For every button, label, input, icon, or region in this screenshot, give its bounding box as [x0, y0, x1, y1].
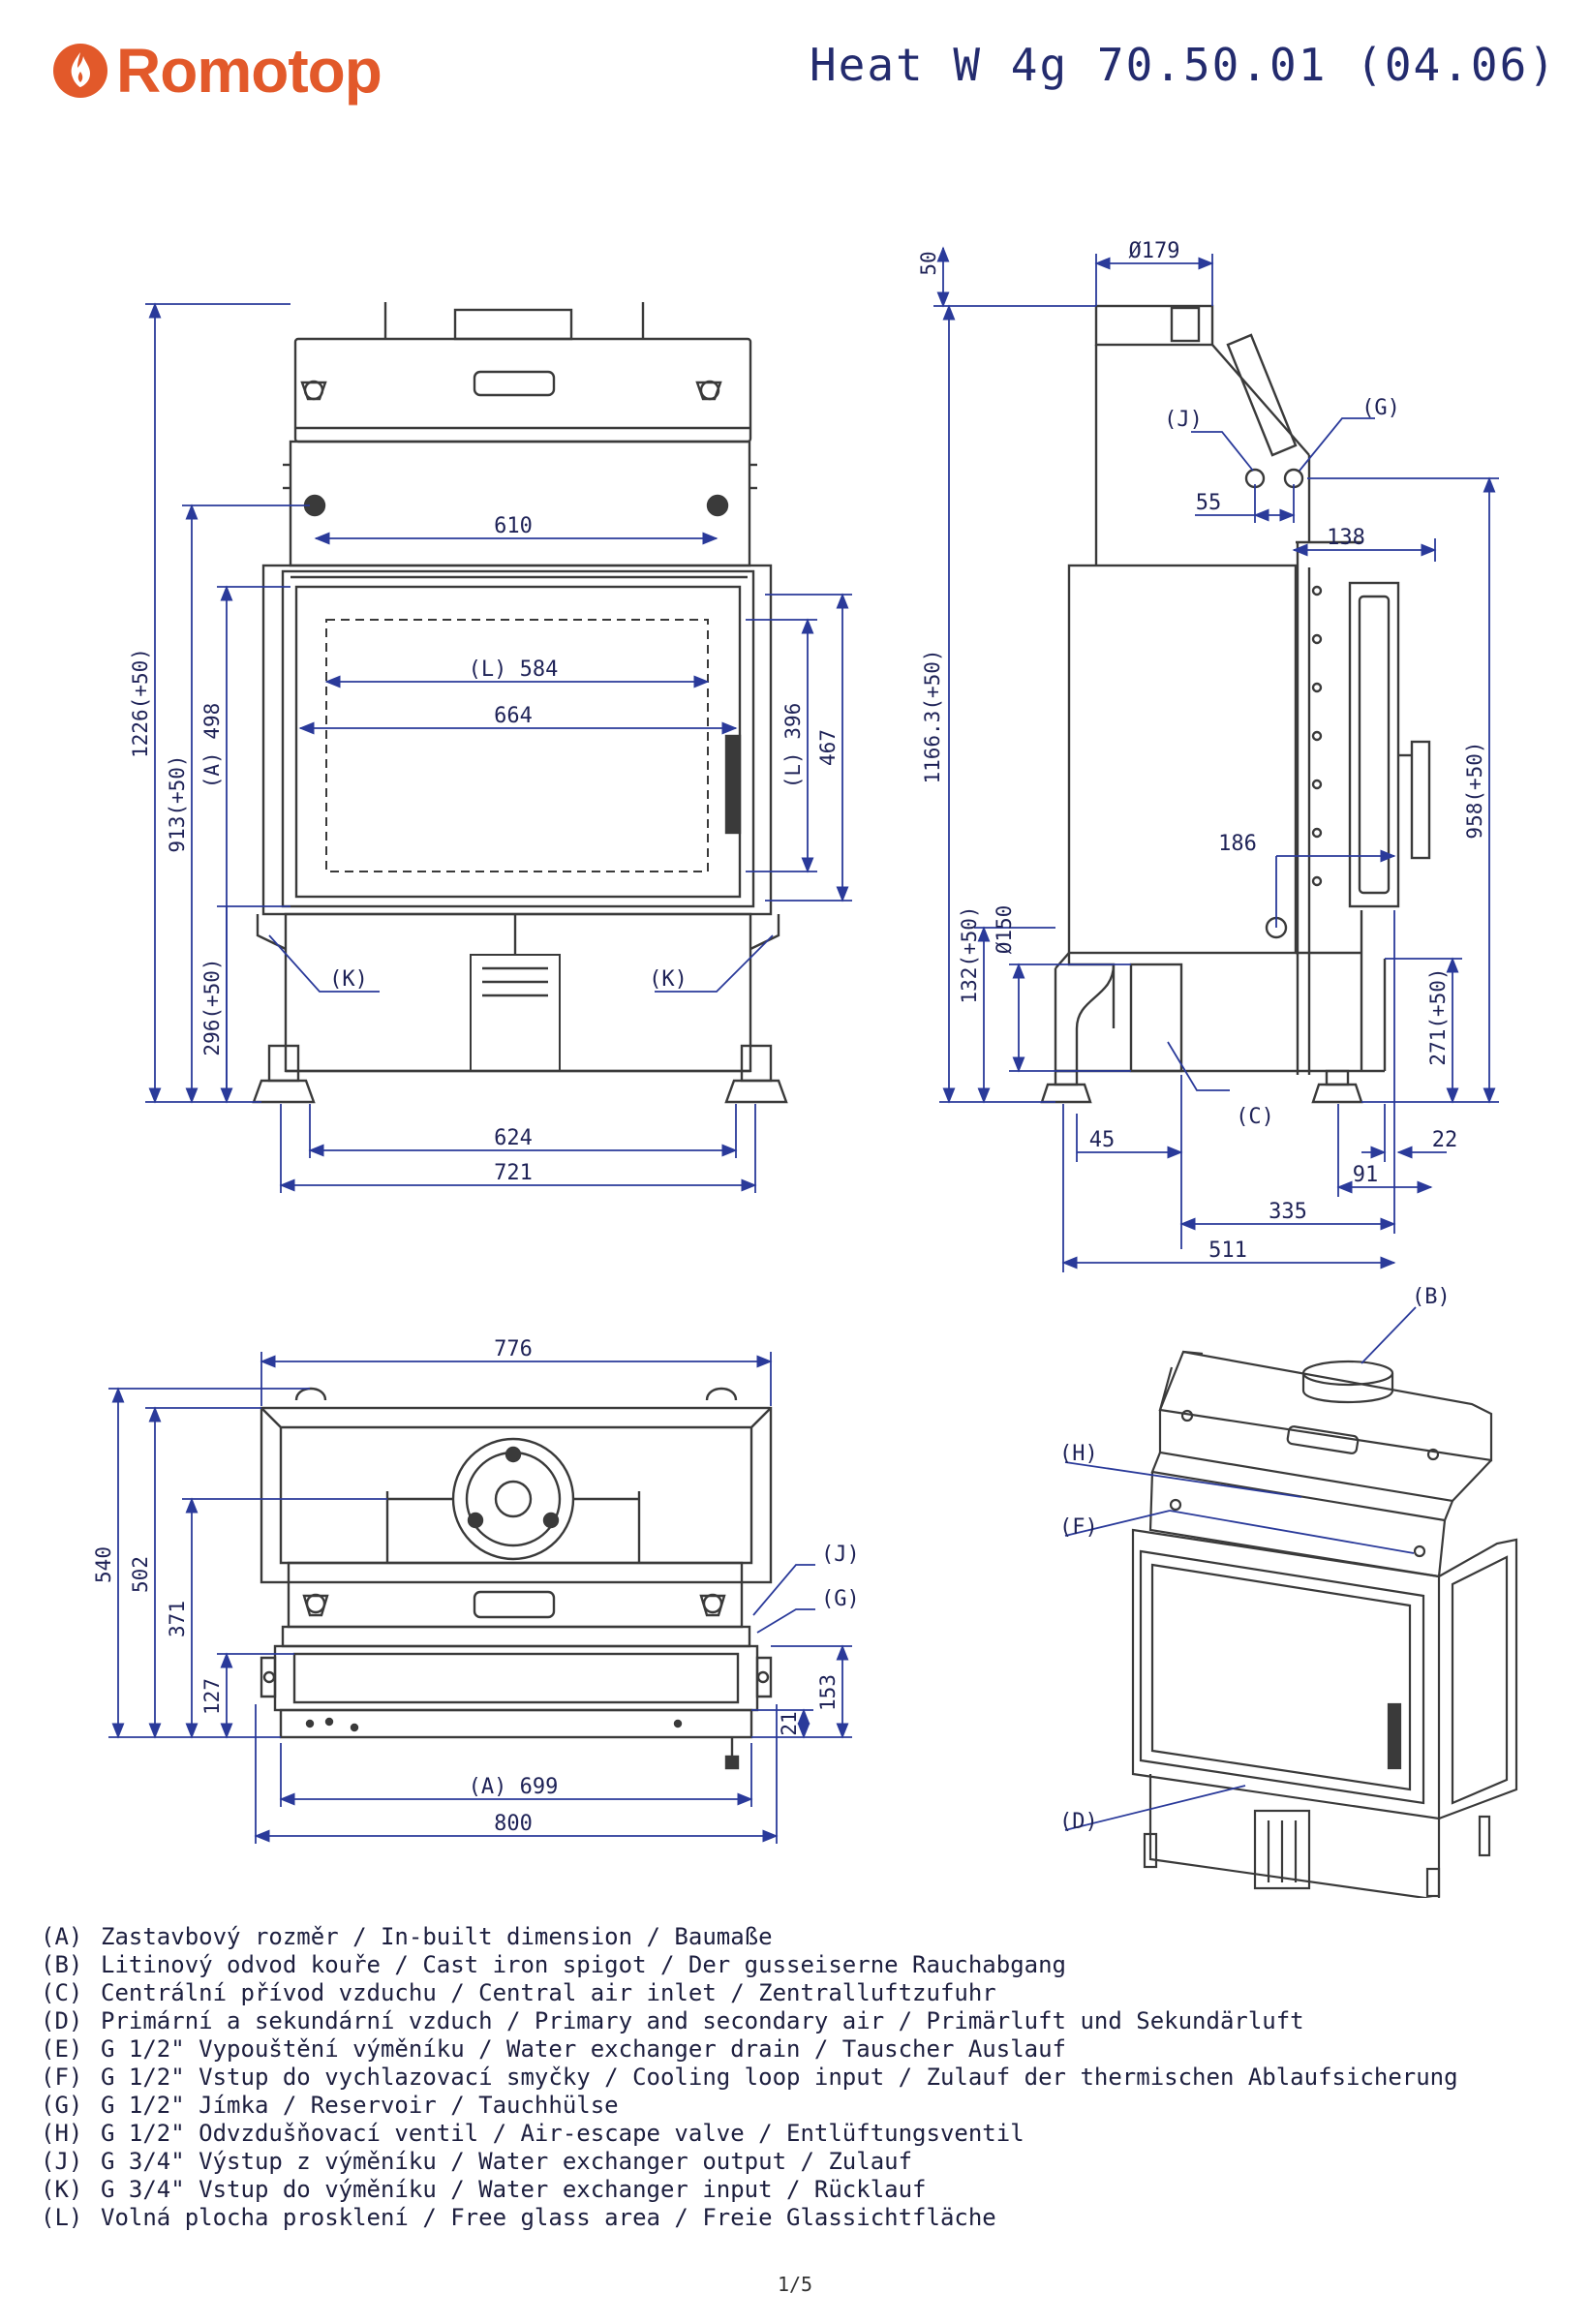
- dim-511: 511: [1208, 1238, 1247, 1263]
- legend-text: G 1/2" Vstup do vychlazovací smyčky / Co…: [101, 2064, 1458, 2091]
- dim-1166: 1166.3(+50): [921, 649, 944, 783]
- dim-21: 21: [778, 1711, 801, 1735]
- legend-text: Volná plocha prosklení / Free glass area…: [101, 2204, 996, 2231]
- legend-text: G 1/2" Jímka / Reservoir / Tauchhülse: [101, 2092, 619, 2119]
- label-k-right: (K): [649, 967, 688, 992]
- dim-d150: Ø150: [993, 905, 1016, 955]
- legend-text: Litinový odvod kouře / Cast iron spigot …: [101, 1951, 1066, 1978]
- dim-624: 624: [494, 1126, 533, 1150]
- dim-958: 958(+50): [1463, 741, 1486, 839]
- iso-labels: (B) (H) (F) (D): [1059, 1285, 1451, 1834]
- dim-776: 776: [494, 1337, 533, 1361]
- top-label-j: (J): [821, 1543, 860, 1567]
- legend-row-e: (E) G 1/2" Vypouštění výměníku / Water ex…: [41, 2035, 1458, 2064]
- legend: (A) Zastavbový rozměr / In-built dimensio…: [41, 1923, 1458, 2232]
- dim-91: 91: [1353, 1163, 1379, 1187]
- top-dimension-labels: 776 540 502 371 127 153 21 (J) (G) (A) 6…: [92, 1337, 860, 1836]
- legend-row-l: (L) Volná plocha prosklení / Free glass a…: [41, 2204, 1458, 2232]
- dim-721: 721: [494, 1161, 533, 1185]
- legend-text: Primární a sekundární vzduch / Primary a…: [101, 2007, 1304, 2034]
- legend-text: G 3/4" Výstup z výměníku / Water exchang…: [101, 2148, 913, 2175]
- legend-code: (A): [41, 1923, 83, 1950]
- dim-l584: (L) 584: [469, 657, 559, 682]
- legend-row-h: (H) G 1/2" Odvzdušňovací ventil / Air-esc…: [41, 2120, 1458, 2148]
- dim-50: 50: [917, 251, 940, 275]
- dim-913: 913(+50): [166, 754, 189, 852]
- legend-text: Zastavbový rozměr / In-built dimension /…: [101, 1923, 773, 1950]
- page-number: 1/5: [777, 2273, 813, 2296]
- iso-leaders: [1064, 1306, 1417, 1831]
- dim-l396: (L) 396: [781, 703, 805, 789]
- legend-row-g: (G) G 1/2" Jímka / Reservoir / Tauchhülse: [41, 2092, 1458, 2120]
- dim-22: 22: [1432, 1128, 1458, 1152]
- top-label-g: (G): [821, 1587, 860, 1611]
- legend-text: G 1/2" Vypouštění výměníku / Water excha…: [101, 2035, 1066, 2063]
- dim-540: 540: [92, 1546, 115, 1583]
- legend-text: G 3/4" Vstup do výměníku / Water exchang…: [101, 2176, 927, 2203]
- front-dimensions: [145, 302, 852, 1193]
- legend-row-k: (K) G 3/4" Vstup do výměníku / Water exch…: [41, 2176, 1458, 2204]
- iso-label-b: (B): [1412, 1285, 1451, 1309]
- dim-271: 271(+50): [1426, 967, 1450, 1065]
- brand-name: Romotop: [116, 36, 382, 106]
- dim-a498: (A) 498: [200, 703, 224, 789]
- dim-132: 132(+50): [958, 905, 981, 1003]
- legend-text: Centrální přívod vzduchu / Central air i…: [101, 1979, 996, 2006]
- label-k-left: (K): [329, 967, 368, 992]
- legend-code: (G): [41, 2092, 83, 2119]
- dim-a699: (A) 699: [469, 1775, 559, 1799]
- dim-d179: Ø179: [1129, 239, 1180, 263]
- dim-610: 610: [494, 514, 533, 538]
- front-dimension-labels: 610 (L) 584 664 624 721 1226(+50) 913(+5…: [129, 514, 840, 1185]
- dim-45: 45: [1089, 1128, 1116, 1152]
- iso-label-f: (F): [1059, 1515, 1098, 1540]
- dim-138: 138: [1327, 526, 1365, 550]
- legend-code: (E): [41, 2035, 83, 2063]
- label-c: (C): [1236, 1105, 1274, 1129]
- legend-row-b: (B) Litinový odvod kouře / Cast iron spig…: [41, 1951, 1458, 1979]
- legend-row-a: (A) Zastavbový rozměr / In-built dimensio…: [41, 1923, 1458, 1951]
- technical-drawings: 610 (L) 584 664 624 721 1226(+50) 913(+5…: [92, 239, 1518, 1898]
- dim-664: 664: [494, 704, 533, 728]
- front-view: [252, 302, 788, 1104]
- legend-row-d: (D) Primární a sekundární vzduch / Primar…: [41, 2007, 1458, 2035]
- legend-code: (J): [41, 2148, 83, 2175]
- dim-153: 153: [816, 1674, 840, 1711]
- side-view: [1040, 304, 1431, 1104]
- document-title: Heat W 4g 70.50.01 (04.06): [809, 39, 1557, 91]
- dim-186: 186: [1218, 832, 1257, 856]
- legend-code: (H): [41, 2120, 83, 2147]
- dim-371: 371: [166, 1601, 189, 1637]
- dim-55: 55: [1196, 491, 1222, 515]
- romotop-logo: Romotop: [50, 35, 382, 107]
- iso-label-d: (D): [1059, 1810, 1098, 1834]
- legend-code: (K): [41, 2176, 83, 2203]
- legend-row-j: (J) G 3/4" Výstup z výměníku / Water exch…: [41, 2148, 1458, 2176]
- label-g: (G): [1361, 396, 1400, 420]
- legend-code: (L): [41, 2204, 83, 2231]
- top-dimensions: [108, 1352, 852, 1844]
- iso-view: [1131, 1350, 1518, 1898]
- top-view: [260, 1387, 773, 1770]
- legend-row-f: (F) G 1/2" Vstup do vychlazovací smyčky /…: [41, 2064, 1458, 2092]
- flame-logo-icon: [53, 44, 107, 98]
- side-dimension-labels: 50 Ø179 (J) (G) 55 138 1166.3(+50) 958(+…: [917, 239, 1486, 1263]
- iso-label-h: (H): [1059, 1442, 1098, 1466]
- legend-code: (B): [41, 1951, 83, 1978]
- dim-502: 502: [129, 1556, 152, 1593]
- legend-text: G 1/2" Odvzdušňovací ventil / Air-escape…: [101, 2120, 1024, 2147]
- dim-800: 800: [494, 1812, 533, 1836]
- legend-code: (D): [41, 2007, 83, 2034]
- legend-code: (C): [41, 1979, 83, 2006]
- dim-1226: 1226(+50): [129, 648, 152, 758]
- label-j: (J): [1164, 408, 1203, 432]
- dim-467: 467: [816, 729, 840, 766]
- side-dimensions: [933, 246, 1499, 1272]
- dim-296: 296(+50): [200, 958, 224, 1055]
- dim-335: 335: [1269, 1200, 1307, 1224]
- dim-127: 127: [200, 1678, 224, 1715]
- legend-code: (F): [41, 2064, 83, 2091]
- legend-row-c: (C) Centrální přívod vzduchu / Central ai…: [41, 1979, 1458, 2007]
